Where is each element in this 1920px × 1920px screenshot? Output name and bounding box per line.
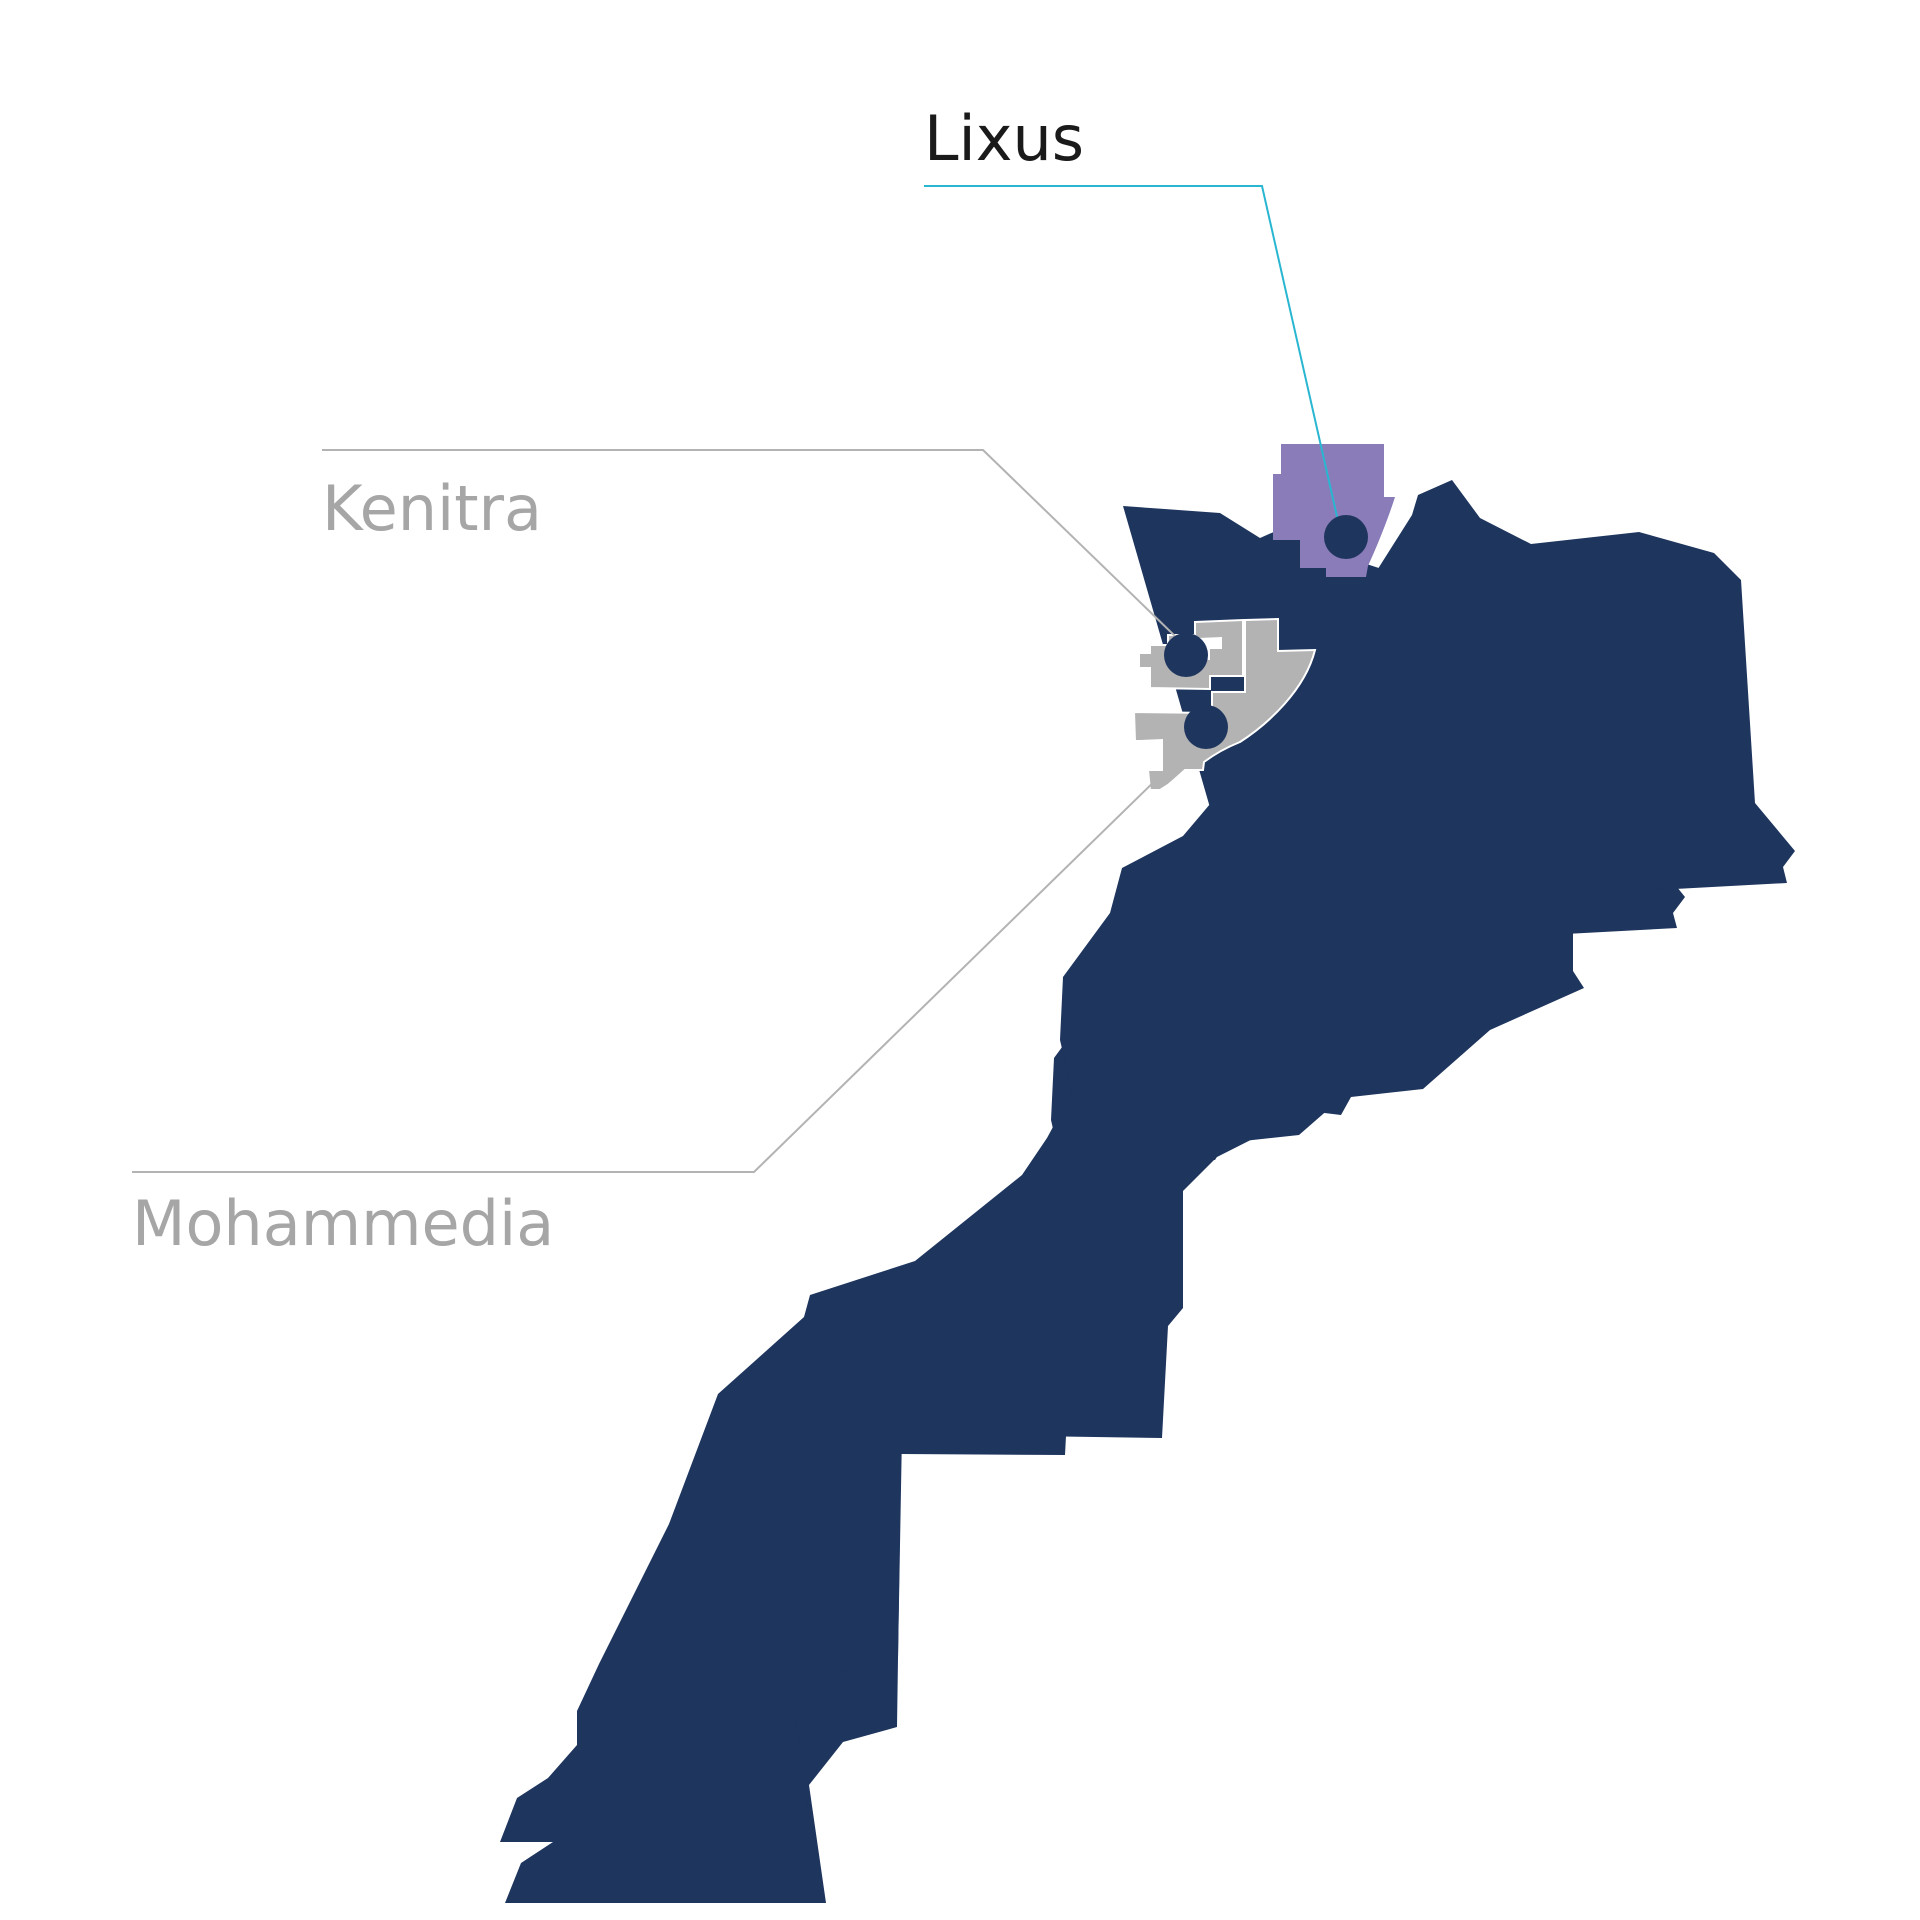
lixus-leader-line — [924, 185, 1339, 522]
country-shape — [500, 480, 1795, 1842]
kenitra-site-marker[interactable] — [1164, 633, 1208, 677]
kenitra-label: Kenitra — [322, 472, 542, 545]
lixus-site-marker[interactable] — [1324, 515, 1368, 559]
mohammedia-leader-line — [132, 770, 1166, 1173]
mohammedia-label: Mohammedia — [132, 1187, 554, 1260]
lixus-label: Lixus — [924, 102, 1084, 175]
kenitra-leader-line — [322, 449, 1178, 639]
mohammedia-site-marker[interactable] — [1184, 705, 1228, 749]
